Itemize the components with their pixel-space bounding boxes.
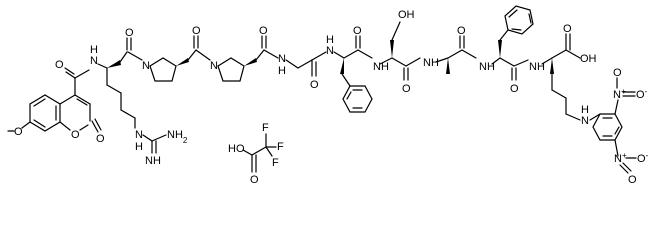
phenylalanine2-residue xyxy=(491,5,534,81)
coumarin-ring-oxygen-label: O xyxy=(71,129,80,141)
phenylalanine1-nh-label: N xyxy=(326,45,334,57)
proline1-residue xyxy=(149,35,211,82)
lysine-nh-label: N xyxy=(529,61,537,73)
phenylalanine1-h-label: H xyxy=(326,34,334,46)
tfa-oxygen-label: O xyxy=(250,174,259,186)
dnp-nh-label: N xyxy=(581,115,589,127)
proline1-nitrogen-label: N xyxy=(142,60,150,72)
amide1-oxygen-label: O xyxy=(55,59,64,71)
alanine-h-label: H xyxy=(431,57,439,69)
nitro2-oxygen-side-label: O- xyxy=(637,151,649,166)
tfa-fluorine3-label: F xyxy=(272,157,279,169)
trifluoroacetic-acid xyxy=(242,133,277,173)
tfa-ho-label: HO xyxy=(228,143,245,155)
lysine-h-label: H xyxy=(537,61,545,73)
nitro1-nitrogen-label: N+ xyxy=(613,87,626,102)
alanine-carbonyl-oxygen-label: O xyxy=(457,25,466,37)
guanidine-nh-left-label: N xyxy=(135,129,143,141)
amide1-nh-label: N xyxy=(90,55,98,67)
tfa-fluorine2-label: F xyxy=(277,141,284,153)
dnp-nh-h-label: H xyxy=(581,104,589,116)
alanine-nh-label: N xyxy=(423,57,431,69)
serine-h-label: H xyxy=(381,61,389,73)
guanidine-nh-label: NH xyxy=(145,155,161,167)
glycine-carbonyl-oxygen-label: O xyxy=(310,79,319,91)
phenylalanine1-residue xyxy=(333,35,373,113)
amide1-h-label: H xyxy=(90,44,98,56)
nitro1-oxygen-up-label: O xyxy=(613,67,622,79)
phenylalanine2-nh-label: N xyxy=(479,61,487,73)
proline2-residue xyxy=(217,35,279,82)
coumarin-carbonyl-oxygen-label: O xyxy=(96,133,105,145)
phenylalanine1-carbonyl-oxygen-label: O xyxy=(353,25,362,37)
arginine-residue xyxy=(97,37,167,154)
phenylalanine2-h-label: H xyxy=(487,61,495,73)
nitro2-oxygen-down-label: O xyxy=(628,174,637,186)
lysine-residue xyxy=(541,33,581,121)
phenylalanine2-carbonyl-oxygen-label: O xyxy=(510,83,519,95)
glycine-nh-label: N xyxy=(278,53,286,65)
guanidine-nh-left-h-label: H xyxy=(135,141,143,153)
peptide-structure-diagram: O O O O N H N H NH NH2 O N O xyxy=(7,5,649,186)
carboxyl-oh-label: OH xyxy=(580,53,597,65)
alanine-residue xyxy=(435,35,477,74)
coumarin-group xyxy=(7,67,102,133)
proline2-nitrogen-label: N xyxy=(210,60,218,72)
tfa-fluorine1-label: F xyxy=(262,122,269,134)
guanidine-nh2-label: NH2 xyxy=(167,129,188,145)
methoxy-oxygen-label: O xyxy=(14,126,23,138)
dinitrophenyl-group xyxy=(589,77,637,174)
serine-oh-label: OH xyxy=(398,9,415,21)
serine-nh-label: N xyxy=(373,61,381,73)
nitro1-oxygen-side-label: O- xyxy=(636,87,648,102)
carboxyl-oxygen-label: O xyxy=(563,23,572,35)
serine-residue xyxy=(379,21,421,81)
glycine-residue xyxy=(285,51,327,77)
serine-carbonyl-oxygen-label: O xyxy=(402,83,411,95)
glycine-h-label: H xyxy=(278,65,286,77)
proline2-carbonyl-oxygen-label: O xyxy=(259,25,268,37)
arg-carbonyl-oxygen-label: O xyxy=(125,27,134,39)
nitro2-nitrogen-label: N+ xyxy=(614,151,627,166)
proline1-carbonyl-oxygen-label: O xyxy=(192,25,201,37)
